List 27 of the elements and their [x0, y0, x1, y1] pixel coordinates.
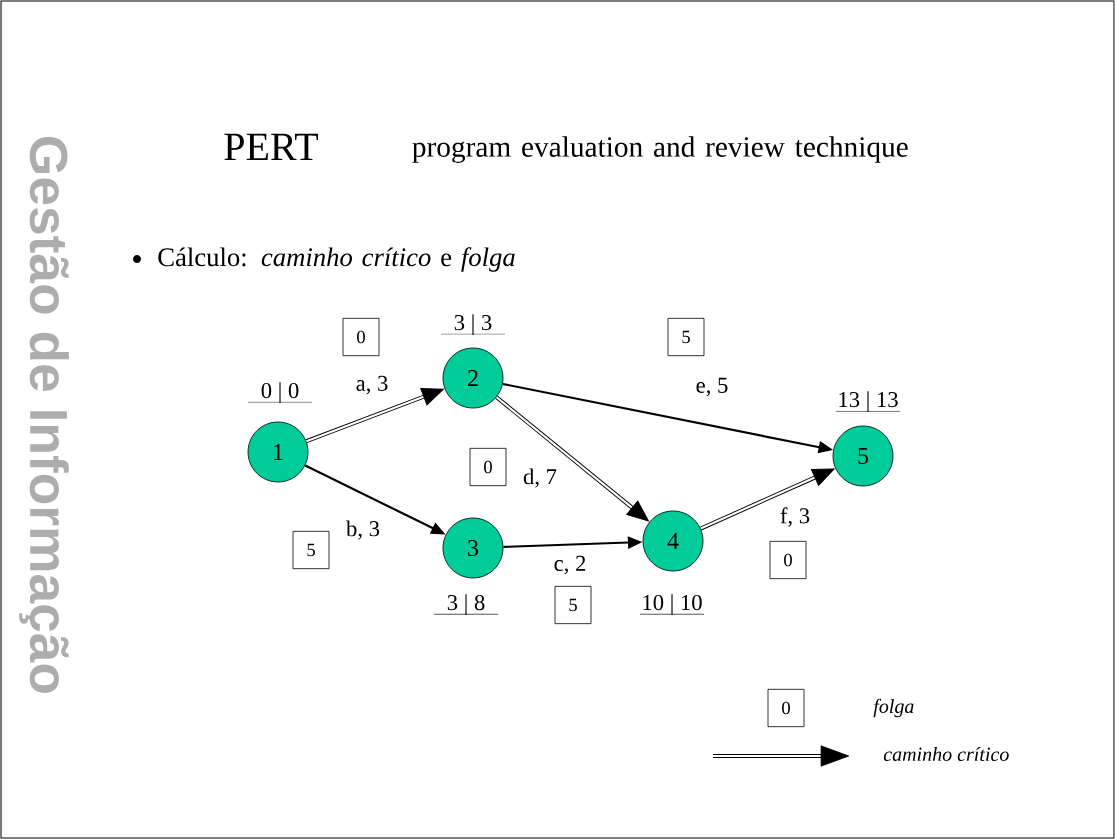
- legend-text: folga: [873, 698, 914, 718]
- legend-text: caminho crítico: [883, 746, 1009, 762]
- slack-box: 0: [767, 688, 805, 728]
- edge-label: e, 5: [694, 376, 730, 398]
- slack-box: 5: [292, 530, 330, 570]
- edge-label: d, 7: [521, 467, 559, 489]
- time-label: 10 | 10: [640, 594, 704, 615]
- edge-label: b, 3: [344, 519, 382, 541]
- arrow: [305, 388, 444, 444]
- arrow: [699, 468, 835, 531]
- time-label: 3 | 8: [434, 594, 498, 615]
- edge-label: c, 2: [552, 554, 588, 576]
- arrow: [495, 395, 649, 522]
- edge-label: f, 3: [778, 505, 812, 529]
- bullet-text: Cálculo: caminho crítico e folga: [158, 247, 515, 272]
- slack-box: 0: [469, 447, 507, 487]
- slack-box: 5: [667, 317, 705, 357]
- time-label: 0 | 0: [248, 382, 312, 403]
- slack-box: 0: [769, 540, 807, 580]
- time-label: 3 | 3: [441, 314, 505, 335]
- slack-box: 5: [554, 585, 592, 625]
- slack-box: 0: [342, 317, 380, 357]
- side-heading: Gestão de Informação: [19, 137, 69, 693]
- title: PERT: [224, 133, 318, 160]
- edge-label: a, 3: [354, 374, 390, 396]
- subtitle: program evaluation and review technique: [412, 136, 908, 163]
- time-label: 13 | 13: [836, 391, 900, 412]
